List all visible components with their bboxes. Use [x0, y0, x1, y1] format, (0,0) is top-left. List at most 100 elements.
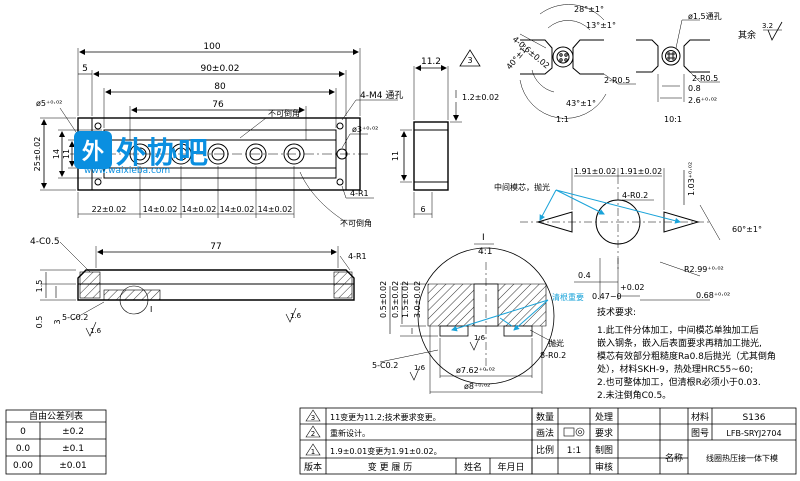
m4-label: 4-M4 通孔 [360, 90, 403, 101]
rev-h-date: 年月日 [497, 461, 524, 473]
dim-80: 80 [214, 82, 226, 92]
rest-label: 其余 [738, 29, 756, 41]
tol-val-2: ±0.01 [59, 461, 87, 471]
dim-13: 13°±1° [586, 21, 616, 30]
tb-review: 审核 [595, 461, 613, 473]
dim-25: 25±0.02 [33, 137, 42, 172]
tol-prec-2: 0.00 [13, 461, 33, 471]
dim-11: 11 [62, 149, 71, 159]
dim-76: 76 [212, 100, 224, 110]
tech-notes: 技术要求: 1.此工件分体加工，中间模芯单独加工后 嵌入钢条，嵌入后表面要求再精… [597, 306, 776, 401]
scale-left: 1:1 [556, 115, 569, 124]
dim-5: 5 [82, 64, 88, 74]
r1-label: 4-R1 [350, 189, 369, 198]
tol-prec-1: 0.0 [16, 444, 31, 454]
d3-hole-label: ø3⁺⁰·⁰² [352, 125, 378, 134]
rev-no-3: 3 [311, 414, 315, 422]
tb-material-val: S136 [743, 413, 766, 423]
tb-require: 要求 [595, 427, 613, 439]
detail-i-leaders [451, 299, 549, 332]
notes-line-6: 2.未注倒角C0.5。 [597, 389, 671, 401]
dim-43: 43°±1° [566, 99, 596, 108]
top-view-labels: 100 5 90±0.02 80 76 4-M4 通孔 不可倒角 ø5⁺⁰·⁰²… [33, 42, 403, 228]
revision-table-text: 3 11变更为11.2;技术要求变更。 2 重新设计。 1 1.9±0.01变更… [304, 412, 525, 473]
dim-0-4: 0.4 [578, 271, 591, 280]
tb-drawing: 制图 [595, 444, 613, 456]
rev-h-hist: 变 更 履 历 [368, 461, 413, 473]
detail-left [519, 4, 636, 119]
tb-name-val: 线圈热压接一体下模 [706, 453, 778, 463]
dim-1-03: 1.03⁺⁰·⁰² [687, 162, 696, 196]
notes-line-3: 模芯有效部分粗糙度Ra0.8后抛光（尤其倒角 [597, 350, 776, 362]
tolerance-table-text: 自由公差列表 0 ±0.2 0.0 ±0.1 0.00 ±0.01 [13, 410, 87, 471]
polish-i: 抛光 [548, 338, 564, 348]
dim-0-5-b: 0.5±0.02 [379, 281, 388, 318]
ra-1-6-i-a: 1.6 [474, 334, 486, 342]
dim-1-5-sec: 1.5 [35, 280, 44, 293]
detail-i [379, 247, 561, 394]
dim-2-6: 2.6⁺⁰·⁰² [688, 96, 717, 105]
notes-line-2: 嵌入钢条，嵌入后表面要求再精加工抛光, [597, 337, 762, 349]
d5-hole-label: ø5⁺⁰·⁰² [36, 99, 62, 108]
d1-5-hole: ø1.5通孔 [688, 11, 722, 21]
watermark-logo: 外 外协吧 [74, 128, 209, 172]
c02-label: 5-C0.2 [62, 313, 88, 322]
tol-prec-0: 0 [20, 427, 26, 437]
dim-0-8: 0.8 [688, 84, 701, 93]
section-view-labels: 4-C0.5 77 4-R1 1.5 0.5 3 5-C0.2 1.6 1.6 … [30, 237, 367, 335]
dim-22: 22±0.02 [92, 205, 127, 214]
r02-i: 8-R0.2 [540, 351, 566, 360]
dim-100: 100 [203, 42, 220, 52]
section-i-label: I [150, 305, 152, 314]
rest-ra: 3.2 [762, 22, 773, 30]
rev-h-ver: 版本 [304, 461, 322, 473]
rev-text-2: 重新设计。 [330, 428, 370, 438]
dim-14-b: 14±0.02 [182, 205, 217, 214]
dim-14-d: 14±0.02 [258, 205, 293, 214]
dim-8: ø8⁺⁰·⁰² [464, 382, 490, 391]
dim-1-91-b: 1.91±0.02 [620, 167, 662, 176]
detail-mid-leaders [539, 189, 681, 224]
detail-right [636, 19, 783, 102]
rev-h-name: 姓名 [464, 461, 482, 473]
tb-material: 材料 [691, 411, 709, 423]
rev-tri-3: 3 [467, 56, 472, 65]
ra-1-6-b: 1.6 [290, 312, 302, 320]
dim-6: 6 [420, 205, 425, 214]
detail-i-scale: 4:1 [478, 247, 492, 257]
dim-60: 60°±1° [732, 225, 762, 234]
rev-no-2: 2 [311, 430, 315, 438]
tb-drawing-no: 图号 [691, 428, 709, 439]
c05-label: 4-C0.5 [30, 237, 60, 247]
dim-0-68: 0.68⁺⁰·⁰² [696, 291, 730, 300]
dim-0-5-sec: 0.5 [35, 316, 44, 329]
rev-text-1: 1.9±0.01变更为1.91±0.02。 [330, 446, 442, 456]
dim-plus-0-02: +0.02 [620, 283, 645, 292]
tolerance-table [5, 409, 107, 475]
revision-table [299, 407, 533, 475]
detail-mid [520, 168, 721, 301]
tol-title: 自由公差列表 [29, 410, 83, 422]
dim-90: 90±0.02 [200, 64, 239, 74]
dim-11-2: 11.2 [421, 57, 441, 67]
dim-14-a: 14±0.02 [143, 205, 178, 214]
side-view [400, 49, 481, 218]
dim-14: 14 [52, 149, 61, 159]
watermark-text: 外协吧 [116, 136, 209, 171]
rev-no-1: 1 [311, 448, 315, 456]
not-chamfer-label-2: 不可倒角 [340, 218, 372, 228]
tb-ratio-val: 1:1 [567, 446, 581, 456]
notes-line-5: 2.也可整体加工，但清根R必须小于0.03. [597, 376, 761, 388]
tol-val-1: ±0.1 [62, 444, 84, 454]
watermark-site: www.waixieba.com [84, 166, 171, 176]
title-block-text: 数量 画法 比例 1:1 处理 要求 制图 审核 材料 S136 图号 LFB-… [536, 411, 782, 473]
dim-1-2: 1.2±0.02 [462, 93, 499, 102]
dim-7-62: ø7.62⁺⁰·⁰² [456, 366, 495, 375]
dim-1-5-i: 1.5±0.02 [401, 281, 410, 318]
r02-mid: 4-R0.2 [622, 191, 648, 200]
tol-val-0: ±0.2 [62, 427, 84, 437]
notes-line-1: 1.此工件分体加工，中间模芯单独加工后 [597, 324, 759, 336]
notes-line-4: 处），材料SKH-9，热处理HRC55~60; [597, 363, 753, 375]
ra-1-6-a: 1.6 [90, 327, 102, 335]
